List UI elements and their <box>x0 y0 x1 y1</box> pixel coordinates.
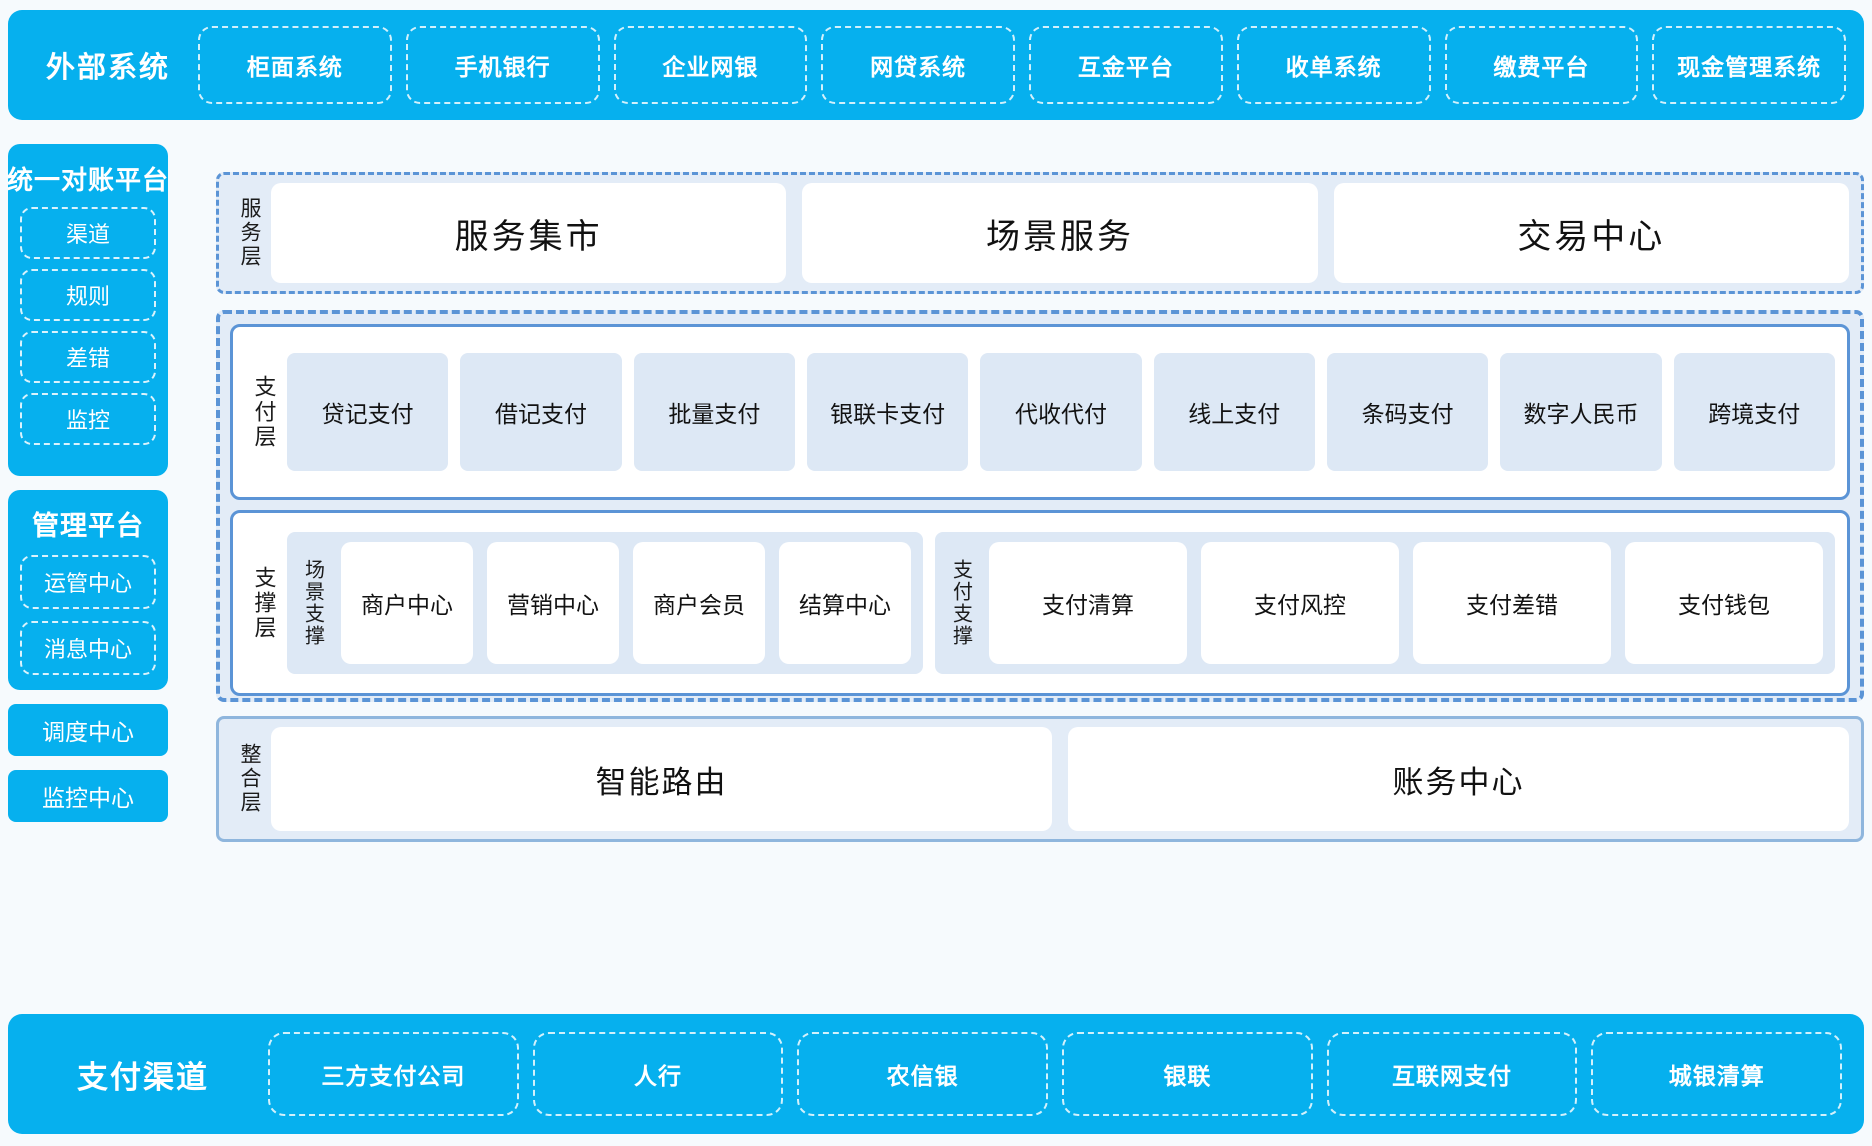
integration-card-accounting-center[interactable]: 账务中心 <box>1068 727 1849 831</box>
payment-layer-list: 贷记支付 借记支付 批量支付 银联卡支付 代收代付 线上支付 条码支付 数字人民… <box>287 353 1835 471</box>
payment-item-collection-payment[interactable]: 代收代付 <box>980 353 1142 471</box>
reconciliation-item-error[interactable]: 差错 <box>20 331 156 383</box>
support-card-marketing-center[interactable]: 营销中心 <box>487 542 619 664</box>
integration-card-smart-routing[interactable]: 智能路由 <box>271 727 1052 831</box>
external-system-item[interactable]: 缴费平台 <box>1444 26 1639 104</box>
support-card-merchant-member[interactable]: 商户会员 <box>633 542 765 664</box>
support-card-settlement-center[interactable]: 结算中心 <box>779 542 911 664</box>
external-system-item[interactable]: 手机银行 <box>405 26 600 104</box>
support-layer-groups: 场景支撑 商户中心 营销中心 商户会员 结算中心 支付支撑 支付清算 支付风控 … <box>287 532 1835 674</box>
external-system-item[interactable]: 网贷系统 <box>821 26 1015 104</box>
channel-item-internet-payment[interactable]: 互联网支付 <box>1326 1032 1578 1116</box>
external-system-item[interactable]: 互金平台 <box>1029 26 1223 104</box>
management-platform-title: 管理平台 <box>32 511 144 541</box>
integration-layer-label: 整合层 <box>238 743 262 815</box>
external-system-item[interactable]: 收单系统 <box>1236 26 1431 104</box>
channel-item-cityclearing[interactable]: 城银清算 <box>1591 1032 1843 1116</box>
payment-item-barcode[interactable]: 条码支付 <box>1326 353 1489 471</box>
payment-support-group: 支付支撑 支付清算 支付风控 支付差错 支付钱包 <box>935 532 1835 674</box>
service-layer-panel: 服务层 服务集市 场景服务 交易中心 <box>216 172 1864 294</box>
channel-item-unionpay[interactable]: 银联 <box>1062 1032 1313 1116</box>
service-layer-label: 服务层 <box>238 197 262 269</box>
payment-layer-label: 支付层 <box>251 374 277 450</box>
reconciliation-platform-card: 统一对账平台 渠道 规则 差错 监控 <box>7 144 170 476</box>
payment-support-list: 支付清算 支付风控 支付差错 支付钱包 <box>989 542 1823 664</box>
reconciliation-item-monitor[interactable]: 监控 <box>20 393 156 445</box>
support-card-payment-error[interactable]: 支付差错 <box>1413 542 1611 664</box>
service-card-transaction[interactable]: 交易中心 <box>1333 183 1849 283</box>
scheduling-center-button[interactable]: 调度中心 <box>8 704 168 756</box>
integration-layer-panel: 整合层 智能路由 账务中心 <box>216 716 1864 842</box>
service-layer-list: 服务集市 场景服务 交易中心 <box>271 183 1849 283</box>
core-platform-wrapper: 支付层 贷记支付 借记支付 批量支付 银联卡支付 代收代付 线上支付 条码支付 … <box>216 310 1864 702</box>
payment-channels-list: 三方支付公司 人行 农信银 银联 互联网支付 城银清算 <box>268 1032 1843 1116</box>
external-system-item[interactable]: 企业网银 <box>613 26 808 104</box>
management-item-operations-center[interactable]: 运管中心 <box>20 555 156 609</box>
scenario-support-label: 场景支撑 <box>301 559 324 647</box>
payment-layer-panel: 支付层 贷记支付 借记支付 批量支付 银联卡支付 代收代付 线上支付 条码支付 … <box>230 324 1850 500</box>
payment-item-credit[interactable]: 贷记支付 <box>287 353 449 471</box>
support-card-payment-riskcontrol[interactable]: 支付风控 <box>1201 542 1399 664</box>
external-systems-band: 外部系统 柜面系统 手机银行 企业网银 网贷系统 互金平台 收单系统 缴费平台 … <box>8 10 1864 120</box>
payment-item-unionpay-card[interactable]: 银联卡支付 <box>806 353 969 471</box>
channel-item-pboc[interactable]: 人行 <box>532 1032 784 1116</box>
support-layer-panel: 支撑层 场景支撑 商户中心 营销中心 商户会员 结算中心 支付支撑 支付清算 <box>230 510 1850 696</box>
service-card-marketplace[interactable]: 服务集市 <box>271 183 787 283</box>
external-systems-title: 外部系统 <box>45 52 170 84</box>
service-card-scenario[interactable]: 场景服务 <box>802 183 1318 283</box>
payment-item-debit[interactable]: 借记支付 <box>460 353 622 471</box>
payment-item-cross-border[interactable]: 跨境支付 <box>1673 353 1835 471</box>
reconciliation-platform-title: 统一对账平台 <box>7 165 170 195</box>
external-system-item[interactable]: 现金管理系统 <box>1652 26 1846 104</box>
channel-item-rcc[interactable]: 农信银 <box>797 1032 1049 1116</box>
management-item-message-center[interactable]: 消息中心 <box>20 621 156 675</box>
support-card-merchant-center[interactable]: 商户中心 <box>341 542 473 664</box>
integration-layer-list: 智能路由 账务中心 <box>271 727 1849 831</box>
support-layer-label: 支撑层 <box>251 565 277 641</box>
external-system-item[interactable]: 柜面系统 <box>198 26 392 104</box>
scenario-support-group: 场景支撑 商户中心 营销中心 商户会员 结算中心 <box>287 532 923 674</box>
channel-item-third-party[interactable]: 三方支付公司 <box>268 1032 519 1116</box>
support-card-payment-wallet[interactable]: 支付钱包 <box>1625 542 1823 664</box>
payment-item-digital-rmb[interactable]: 数字人民币 <box>1500 353 1662 471</box>
reconciliation-item-rule[interactable]: 规则 <box>20 269 156 321</box>
payment-support-label: 支付支撑 <box>949 559 972 647</box>
payment-channels-title: 支付渠道 <box>77 1059 209 1095</box>
payment-channels-band: 支付渠道 三方支付公司 人行 农信银 银联 互联网支付 城银清算 <box>8 1014 1864 1134</box>
external-systems-list: 柜面系统 手机银行 企业网银 网贷系统 互金平台 收单系统 缴费平台 现金管理系… <box>198 26 1846 104</box>
scenario-support-list: 商户中心 营销中心 商户会员 结算中心 <box>341 542 911 664</box>
support-card-payment-clearing[interactable]: 支付清算 <box>989 542 1187 664</box>
monitoring-center-button[interactable]: 监控中心 <box>8 770 168 822</box>
management-platform-card: 管理平台 运管中心 消息中心 <box>8 490 168 690</box>
payment-item-batch[interactable]: 批量支付 <box>633 353 795 471</box>
payment-item-online[interactable]: 线上支付 <box>1153 353 1315 471</box>
reconciliation-item-channel[interactable]: 渠道 <box>20 207 156 259</box>
